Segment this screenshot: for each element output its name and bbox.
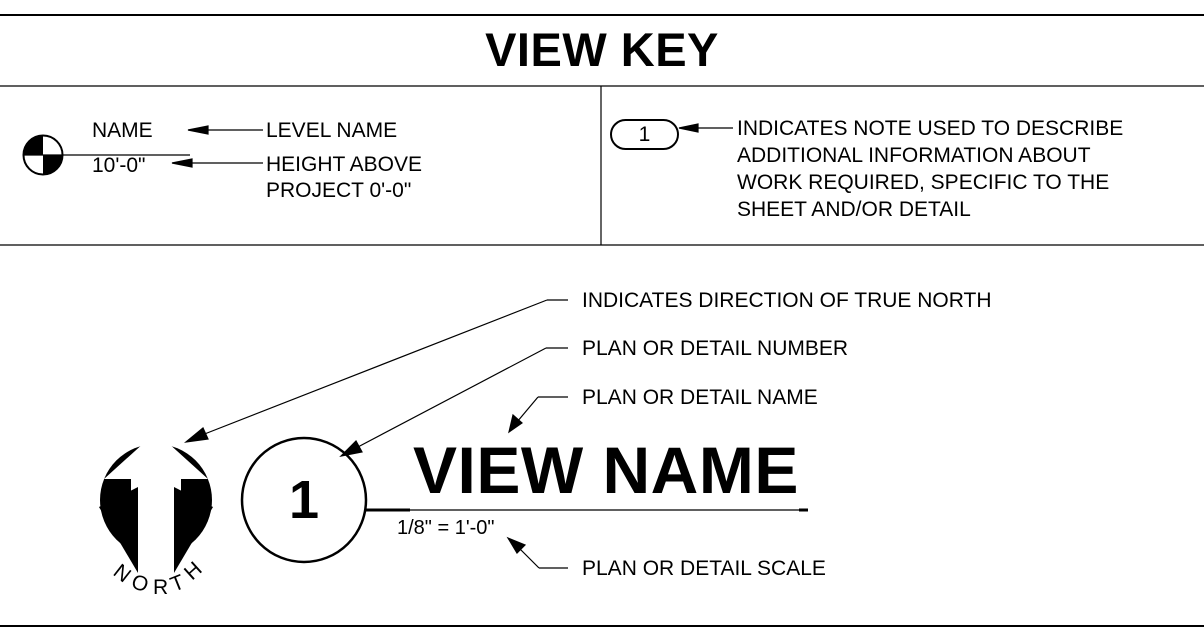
note-tag-leader — [678, 123, 733, 133]
north-arrow-icon — [99, 432, 213, 580]
north-letter: H — [180, 557, 207, 584]
note-description-line: WORK REQUIRED, SPECIFIC TO THE — [737, 171, 1110, 194]
detail-name-leader — [508, 396, 568, 434]
height-label-line1: HEIGHT ABOVE — [266, 153, 422, 176]
detail-number-callout: PLAN OR DETAIL NUMBER — [582, 337, 849, 360]
detail-number-leader — [339, 347, 568, 457]
height-label-line2: PROJECT 0'-0" — [266, 179, 412, 202]
north-letter: R — [153, 576, 168, 599]
scale-text: 1/8" = 1'-0" — [397, 517, 495, 539]
detail-bubble — [240, 436, 808, 564]
note-description-line: ADDITIONAL INFORMATION ABOUT — [737, 144, 1091, 167]
detail-scale-callout: PLAN OR DETAIL SCALE — [582, 557, 826, 580]
height-leader — [171, 158, 263, 168]
level-name-leader — [187, 125, 263, 135]
page-title: VIEW KEY — [485, 23, 719, 76]
true-north-leader — [183, 299, 568, 443]
true-north-callout: INDICATES DIRECTION OF TRUE NORTH — [582, 289, 992, 312]
note-description-line: INDICATES NOTE USED TO DESCRIBE — [737, 117, 1124, 140]
detail-scale-leader — [506, 536, 568, 569]
level-name-text: NAME — [92, 119, 153, 142]
note-tag: 1 — [610, 119, 679, 150]
level-name-label: LEVEL NAME — [266, 119, 398, 142]
level-height-text: 10'-0" — [92, 154, 146, 177]
view-name: VIEW NAME — [413, 433, 799, 507]
note-description-line: SHEET AND/OR DETAIL — [737, 198, 971, 221]
detail-number: 1 — [288, 470, 320, 530]
detail-name-callout: PLAN OR DETAIL NAME — [582, 386, 818, 409]
north-letter: O — [128, 570, 151, 597]
level-datum-icon — [22, 134, 190, 176]
